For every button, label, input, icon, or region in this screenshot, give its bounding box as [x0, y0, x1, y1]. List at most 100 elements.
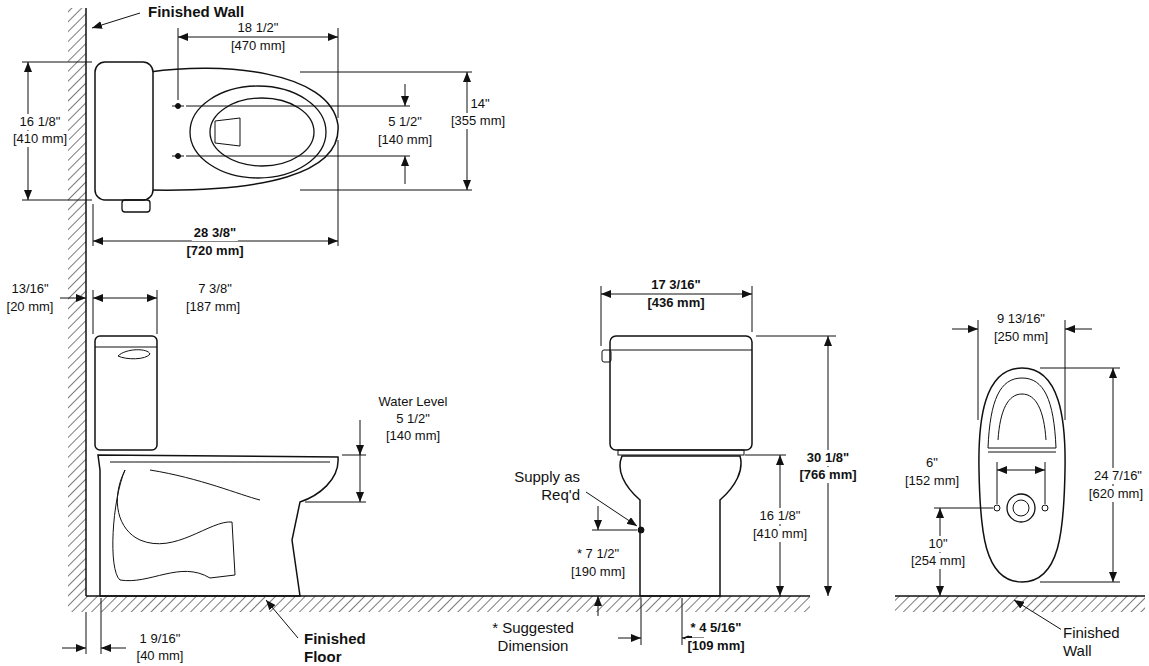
dimension-label: [152 mm] [903, 473, 961, 489]
dimension-label: [187 mm] [184, 299, 242, 315]
extension-line [934, 508, 993, 509]
dimension-label: [436 mm] [645, 295, 706, 311]
extension-line [22, 200, 92, 201]
dimension-label: 28 3/8" [192, 225, 238, 241]
tank-lid [95, 347, 157, 348]
handle [118, 350, 150, 359]
dimension-line [598, 596, 599, 616]
center-mark [172, 156, 184, 157]
dimension-line [997, 470, 1045, 471]
dimension-label: [410 mm] [11, 131, 69, 147]
tank-inner [998, 394, 1046, 440]
extension-line [1040, 368, 1120, 369]
extension-line [338, 28, 339, 118]
flange-inner [1013, 500, 1029, 516]
dimension-line [93, 298, 157, 299]
dimension-label: 5 1/2" [394, 411, 432, 427]
dimension-label: [20 mm] [5, 299, 56, 315]
dimension-line [940, 508, 941, 596]
floor-hatch [68, 596, 810, 612]
dimension-line [101, 648, 126, 649]
dimension-line [1065, 329, 1092, 330]
dimension-label: Finished Wall [1061, 624, 1145, 660]
wall-hatch [68, 8, 86, 596]
extension-line [178, 28, 179, 100]
dimension-label: Finished Floor [302, 630, 382, 666]
outlet [215, 118, 240, 146]
extension-line [342, 455, 366, 456]
dimension-label: * 7 1/2" [575, 546, 621, 562]
bowl-side [98, 455, 338, 596]
extension-line [305, 502, 366, 503]
dimension-label: 18 1/2" [236, 20, 281, 36]
extension-line [1040, 582, 1120, 583]
dimension-label: 14" [468, 96, 491, 112]
tank-outline [988, 378, 1056, 448]
extension-line [22, 62, 92, 63]
wall-line [895, 595, 1145, 597]
extension-line [601, 286, 602, 346]
dimension-label: 13/16" [9, 281, 50, 297]
dimension-label: Water Level [377, 394, 450, 410]
bolt [1042, 505, 1048, 511]
dimension-label: [250 mm] [992, 329, 1050, 345]
tank-base [618, 450, 744, 455]
lever [122, 200, 150, 212]
extension-line [592, 530, 637, 531]
rim-line [110, 462, 330, 463]
extension-line [997, 462, 998, 504]
dimension-label: * 4 5/16" [689, 620, 744, 636]
extension-line [752, 286, 753, 332]
extension-line [93, 290, 94, 334]
extension-line [300, 190, 472, 191]
leader-line [586, 492, 637, 526]
lever [602, 350, 611, 362]
footprint-outline [979, 368, 1065, 582]
supply-point [638, 527, 644, 533]
dimension-label: 1 9/16" [138, 631, 183, 647]
dimension-label: 24 7/16" [1092, 468, 1144, 484]
dimension-line [60, 298, 86, 299]
dimension-line [952, 329, 978, 330]
center-mark [172, 106, 184, 107]
dimension-label: [720 mm] [184, 243, 245, 259]
dimension-label: [40 mm] [135, 648, 186, 664]
dimension-label: [254 mm] [909, 553, 967, 569]
extension-line [1045, 462, 1046, 504]
extension-line [101, 598, 102, 654]
dimension-line [618, 638, 641, 639]
dimension-line [405, 156, 406, 184]
extension-line [186, 156, 410, 157]
bowl-front [620, 456, 741, 596]
extension-line [186, 106, 410, 107]
bolt [994, 505, 1000, 511]
dimension-line [828, 336, 829, 596]
dimension-line [598, 506, 599, 530]
leader-line [92, 13, 140, 28]
dimension-label: [470 mm] [229, 38, 287, 54]
extension-line [157, 290, 158, 334]
dimension-label: [140 mm] [384, 428, 442, 444]
dimension-line [405, 84, 406, 106]
extension-line [93, 204, 94, 246]
dimension-label: 30 1/8" [805, 450, 851, 466]
dimension-label: Supply as Req'd [502, 468, 582, 504]
dimension-line [467, 72, 468, 190]
tank-side [95, 336, 157, 450]
bowl-inner [150, 470, 260, 500]
wall-line [85, 8, 87, 596]
dimension-label: 7 3/8" [196, 281, 234, 297]
tank-lid [610, 350, 752, 351]
dimension-label: [355 mm] [449, 113, 507, 129]
leader-line [1014, 600, 1062, 630]
dimension-label: 16 1/8" [758, 508, 803, 524]
dimension-label: 6" [924, 455, 940, 471]
dimension-label: [410 mm] [751, 526, 809, 542]
dimension-label: [620 mm] [1087, 486, 1145, 502]
dimension-label: [109 mm] [685, 638, 746, 654]
dimension-label: 10" [926, 536, 949, 552]
tank-front [610, 336, 752, 450]
extension-line [300, 72, 472, 73]
dimension-label: [766 mm] [797, 467, 858, 483]
tank-edge [988, 452, 1056, 453]
